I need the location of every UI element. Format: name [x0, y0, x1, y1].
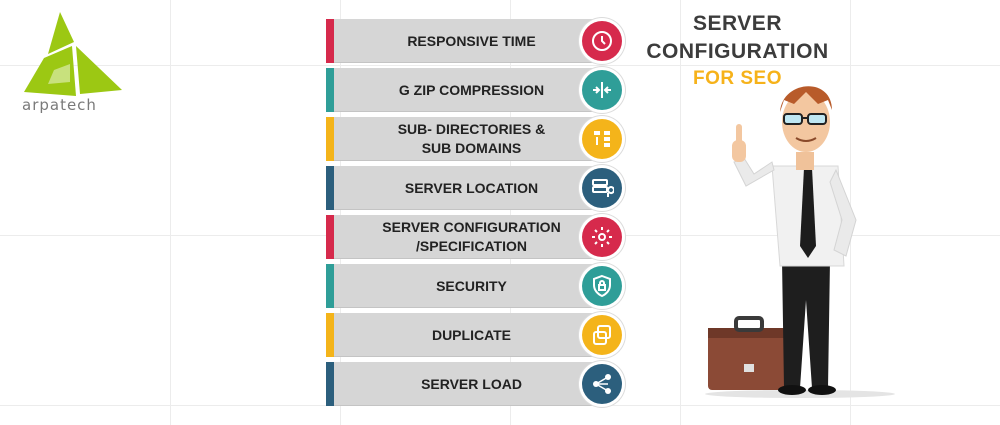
row-label: SERVER LOAD: [421, 375, 522, 392]
title-line-3: FOR SEO: [692, 68, 782, 89]
list-item-server-location: SERVER LOCATION: [326, 166, 622, 210]
title-line-2: CONFIGURATION: [646, 40, 829, 63]
server-location-icon: [582, 168, 622, 208]
list-item-server-load: SERVER LOAD: [326, 362, 622, 406]
title-line-1: SERVER: [693, 12, 782, 35]
row-label: SECURITY: [436, 277, 507, 294]
row-label: DUPLICATE: [431, 326, 512, 343]
businessman-illustration-icon: [705, 86, 895, 398]
shield-lock-icon: [582, 266, 622, 306]
logo-text: arpatech: [22, 96, 97, 114]
row-accent: [326, 19, 334, 63]
share-nodes-icon: [582, 364, 622, 404]
compress-arrows-icon: [582, 70, 622, 110]
row-label: SUB- DIRECTORIES & SUB DOMAINS: [397, 121, 546, 156]
gear-icon: [582, 217, 622, 257]
arpatech-logo-icon: [24, 12, 122, 96]
row-label: SERVER CONFIGURATION /SPECIFICATION: [382, 219, 561, 254]
row-label: SERVER LOCATION: [404, 179, 539, 196]
page-title: SERVER CONFIGURATION FOR SEO: [640, 10, 835, 92]
list-item-gzip-compression: G ZIP COMPRESSION: [326, 68, 622, 112]
row-label: RESPONSIVE TIME: [407, 32, 536, 49]
list-item-security: SECURITY: [326, 264, 622, 308]
row-label: G ZIP COMPRESSION: [398, 81, 545, 98]
sitemap-icon: [582, 119, 622, 159]
list-item-sub-directories: SUB- DIRECTORIES & SUB DOMAINS: [326, 117, 622, 161]
clock-icon: [582, 21, 622, 61]
duplicate-icon: [582, 315, 622, 355]
list-item-responsive-time: RESPONSIVE TIME: [326, 19, 622, 63]
list-item-duplicate: DUPLICATE: [326, 313, 622, 357]
list-item-server-configuration: SERVER CONFIGURATION /SPECIFICATION: [326, 215, 622, 259]
